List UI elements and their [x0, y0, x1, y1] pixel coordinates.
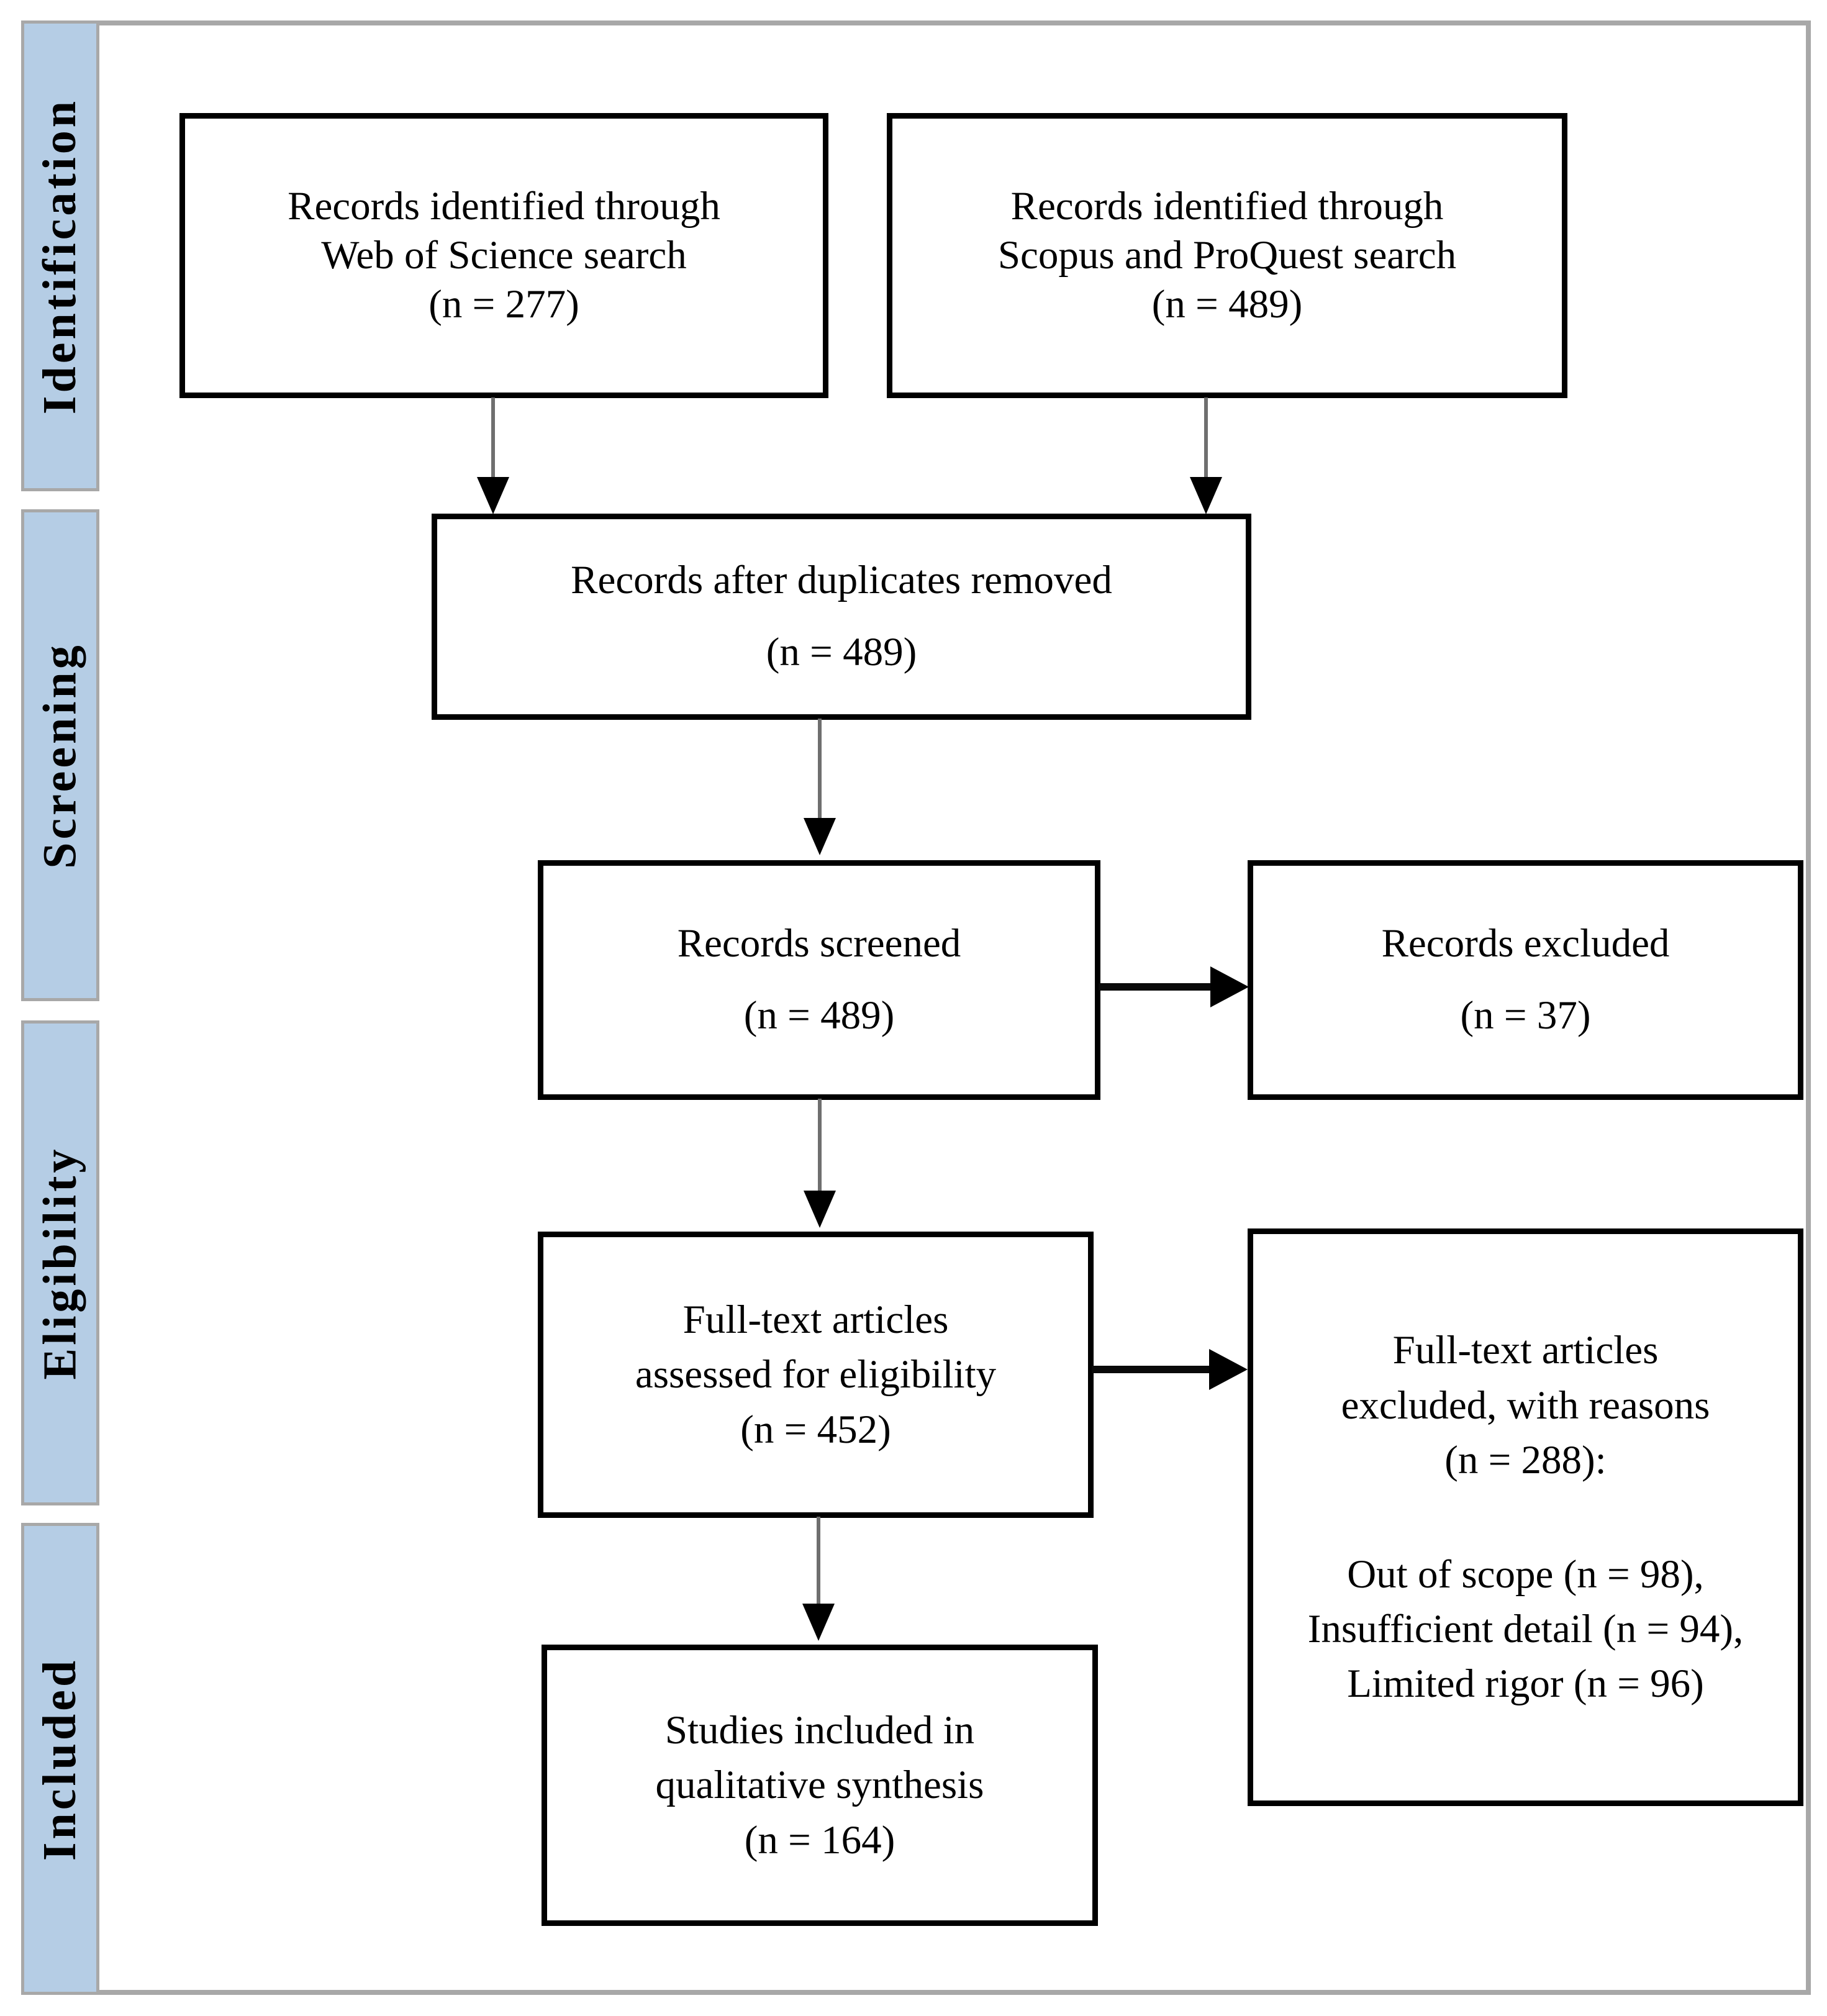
stage-identification-label: Identification: [34, 98, 86, 414]
box-fulltext-assessed: Full-text articles assessed for eligibil…: [538, 1232, 1094, 1518]
fulltext-excluded-reasons: Out of scope (n = 98), Insufficient deta…: [1308, 1547, 1744, 1712]
arrow-line: [1099, 983, 1212, 991]
box-text-line: (n = 489): [766, 630, 917, 674]
fulltext-excluded-header: Full-text articles excluded, with reason…: [1341, 1323, 1710, 1487]
box-records-excluded: Records excluded (n = 37): [1248, 860, 1803, 1100]
stage-eligibility-label: Eligibility: [34, 1146, 86, 1380]
box-text-line: (n = 288):: [1444, 1438, 1607, 1483]
box-text-line: Out of scope (n = 98),: [1347, 1551, 1704, 1597]
stage-eligibility: Eligibility: [21, 1020, 99, 1505]
box-text-line: Records identified through: [288, 183, 720, 229]
box-text-line: Studies included in: [664, 1707, 975, 1753]
box-text-line: Full-text articles: [1392, 1328, 1659, 1373]
arrow-line: [1092, 1366, 1210, 1373]
stage-screening: Screening: [21, 509, 99, 1001]
box-text-line: Full-text articles: [682, 1297, 949, 1342]
box-text-line: Limited rigor (n = 96): [1347, 1661, 1704, 1707]
arrow-line: [817, 1517, 820, 1605]
arrowhead-down-icon: [1190, 477, 1222, 514]
stage-screening-label: Screening: [34, 642, 86, 869]
box-text-line: excluded, with reasons: [1341, 1383, 1710, 1428]
box-records-web-of-science: Records identified through Web of Scienc…: [179, 113, 828, 398]
box-records-screened: Records screened (n = 489): [538, 860, 1100, 1100]
box-records-after-duplicates: Records after duplicates removed (n = 48…: [432, 514, 1251, 720]
arrow-line: [491, 397, 495, 479]
box-text-line: (n = 37): [1460, 993, 1591, 1038]
arrow-line: [818, 719, 822, 819]
box-text-line: (n = 489): [743, 993, 895, 1038]
box-text-line: (n = 489): [1151, 282, 1303, 327]
frame-border-right: [1806, 20, 1811, 1995]
box-text-line: qualitative synthesis: [655, 1763, 984, 1808]
box-fulltext-excluded: Full-text articles excluded, with reason…: [1248, 1228, 1803, 1806]
arrowhead-right-icon: [1210, 966, 1249, 1007]
frame-border-top: [21, 20, 1811, 25]
box-text-line: assessed for eligibility: [635, 1352, 997, 1397]
arrowhead-down-icon: [804, 818, 836, 855]
arrowhead-right-icon: [1209, 1349, 1248, 1390]
box-text-line: Records excluded: [1381, 921, 1670, 966]
box-records-scopus-proquest: Records identified through Scopus and Pr…: [887, 113, 1567, 398]
frame-border-bottom: [21, 1990, 1811, 1995]
box-studies-included: Studies included in qualitative synthesi…: [542, 1645, 1098, 1926]
stage-included-label: Included: [34, 1657, 86, 1861]
box-text-line: (n = 452): [740, 1407, 891, 1452]
stage-identification: Identification: [21, 20, 99, 491]
box-text-line: Records screened: [677, 921, 961, 966]
box-text-line: (n = 164): [744, 1817, 895, 1863]
arrowhead-down-icon: [477, 477, 509, 514]
box-text-line: Records after duplicates removed: [571, 558, 1112, 603]
arrow-line: [818, 1099, 822, 1192]
stage-included: Included: [21, 1523, 99, 1995]
arrow-line: [1204, 397, 1208, 479]
arrowhead-down-icon: [804, 1191, 836, 1228]
box-text-line: Web of Science search: [321, 232, 687, 278]
box-text-line: Records identified through: [1010, 183, 1444, 229]
arrowhead-down-icon: [802, 1604, 835, 1641]
box-text-line: Scopus and ProQuest search: [997, 232, 1457, 278]
box-text-line: (n = 277): [428, 282, 579, 327]
box-text-line: Insufficient detail (n = 94),: [1307, 1606, 1744, 1651]
